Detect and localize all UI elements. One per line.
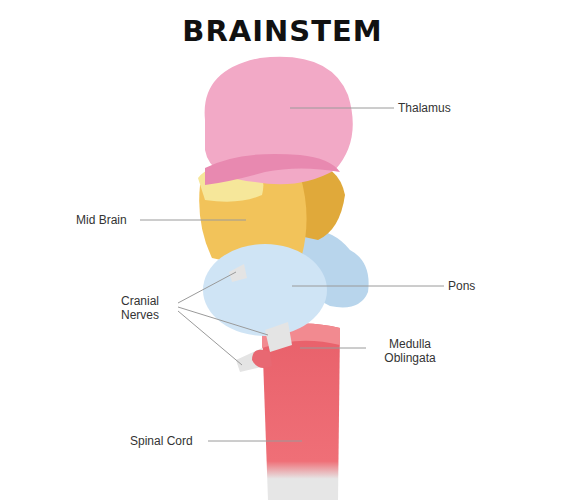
part-label: Spinal Cord: [130, 434, 193, 448]
part-label: Medulla Oblingata: [370, 337, 450, 366]
part-label: Mid Brain: [76, 213, 127, 227]
part-label: Pons: [448, 279, 475, 293]
part-label: Thalamus: [398, 101, 451, 115]
part-label: Cranial Nerves: [104, 294, 176, 323]
diagram-title: BRAINSTEM: [0, 14, 565, 48]
